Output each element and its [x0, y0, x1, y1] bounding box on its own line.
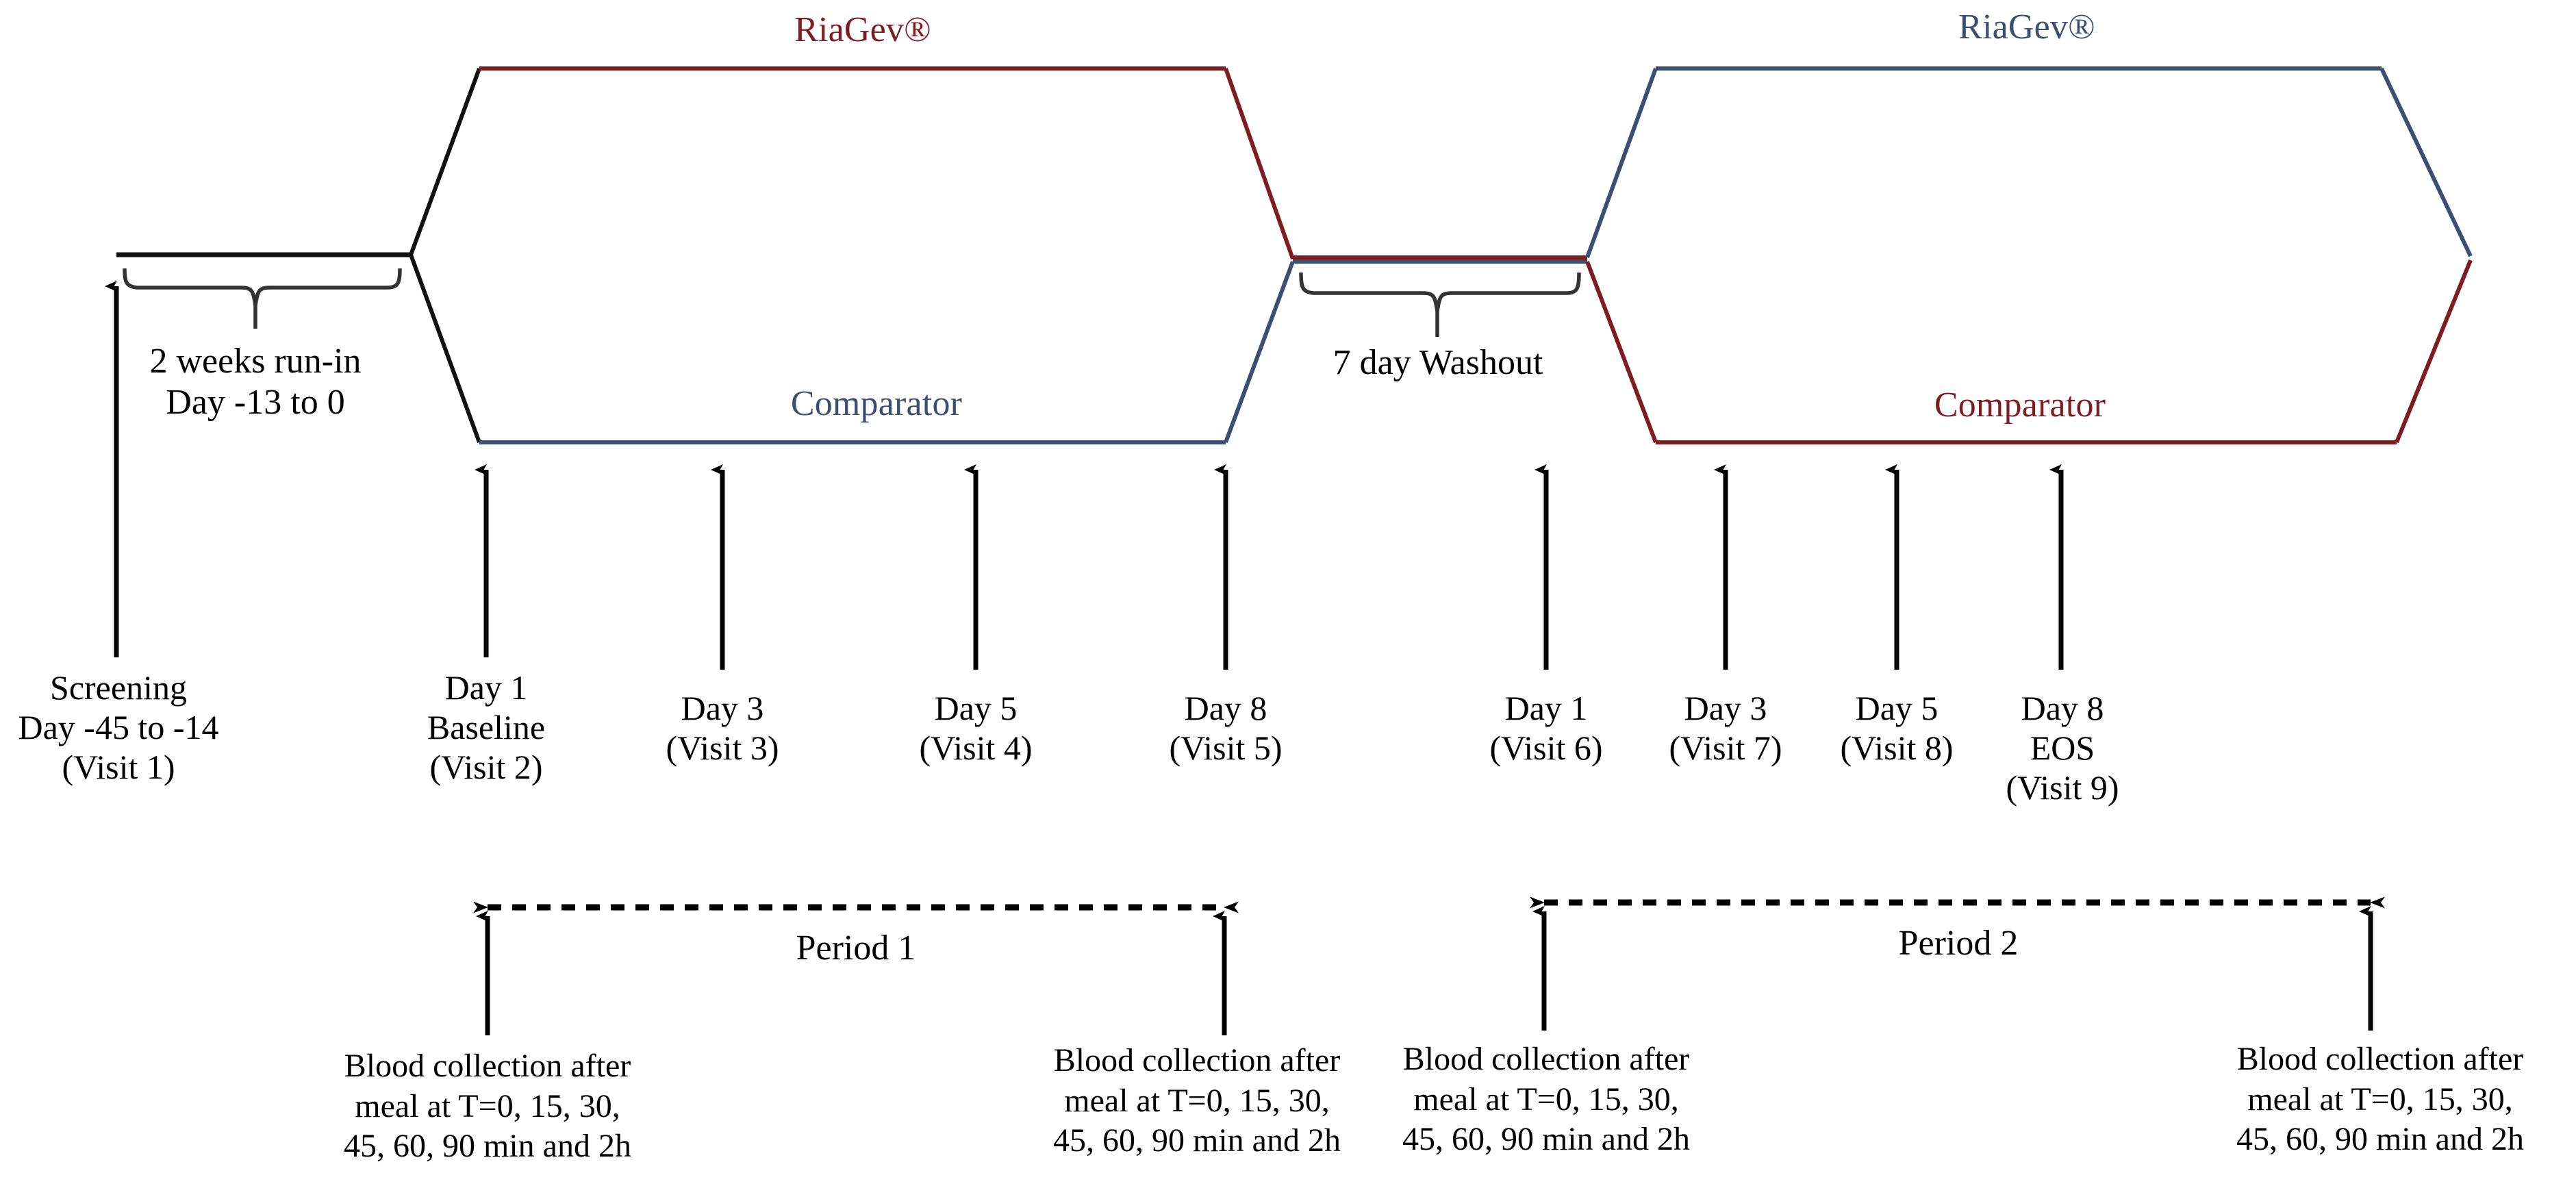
- period1-visit-arrows: [475, 464, 1228, 670]
- period1-visit-1-label: Day 1 Baseline (Visit 2): [427, 668, 546, 786]
- washout-label: 7 day Washout: [1333, 343, 1543, 382]
- period1-blood-left-note: Blood collection after meal at T=0, 15, …: [344, 1048, 631, 1165]
- washout-brace: [1299, 272, 1581, 337]
- period2-visit-4-label: Day 8 EOS (Visit 9): [2006, 689, 2119, 807]
- run-in-label: 2 weeks run-in Day -13 to 0: [149, 342, 362, 422]
- period2-riagev-rail: [1585, 66, 2473, 259]
- period1-riagev-rail: [479, 66, 1295, 260]
- period1-riagev-label: RiaGev®: [794, 10, 931, 49]
- period2-bracket-label: Period 2: [1898, 924, 2019, 963]
- period2-riagev-label: RiaGev®: [1958, 8, 2095, 47]
- period1-comparator-rail: [479, 260, 1295, 444]
- period1-visit-4-label: Day 8 (Visit 5): [1169, 689, 1283, 767]
- period1-comparator-label: Comparator: [790, 384, 963, 423]
- period2-visit-2-label: Day 3 (Visit 7): [1669, 689, 1782, 767]
- period2-visit-3-label: Day 5 (Visit 8): [1840, 689, 1954, 767]
- period2-comparator-rail: [1585, 259, 2473, 444]
- screening-label: Screening Day -45 to -14 (Visit 1): [18, 668, 219, 786]
- washout-connector: [1293, 255, 1587, 264]
- period2-visit-arrows: [1535, 464, 2064, 670]
- period2-blood-left-note: Blood collection after meal at T=0, 15, …: [1402, 1041, 1690, 1158]
- period1-bracket: [473, 901, 1239, 1035]
- period2-visit-1-label: Day 1 (Visit 6): [1489, 689, 1603, 767]
- period1-visit-2-label: Day 3 (Visit 3): [666, 689, 779, 767]
- run-in-brace: [123, 268, 402, 329]
- period2-blood-right-note: Blood collection after meal at T=0, 15, …: [2236, 1041, 2524, 1158]
- period2-bracket: [1530, 896, 2385, 1031]
- period1-bracket-label: Period 1: [796, 929, 916, 968]
- period1-visit-3-label: Day 5 (Visit 4): [919, 689, 1033, 767]
- period1-branch-lines: [409, 67, 481, 444]
- period2-comparator-label: Comparator: [1934, 386, 2106, 425]
- period1-blood-right-note: Blood collection after meal at T=0, 15, …: [1053, 1042, 1341, 1159]
